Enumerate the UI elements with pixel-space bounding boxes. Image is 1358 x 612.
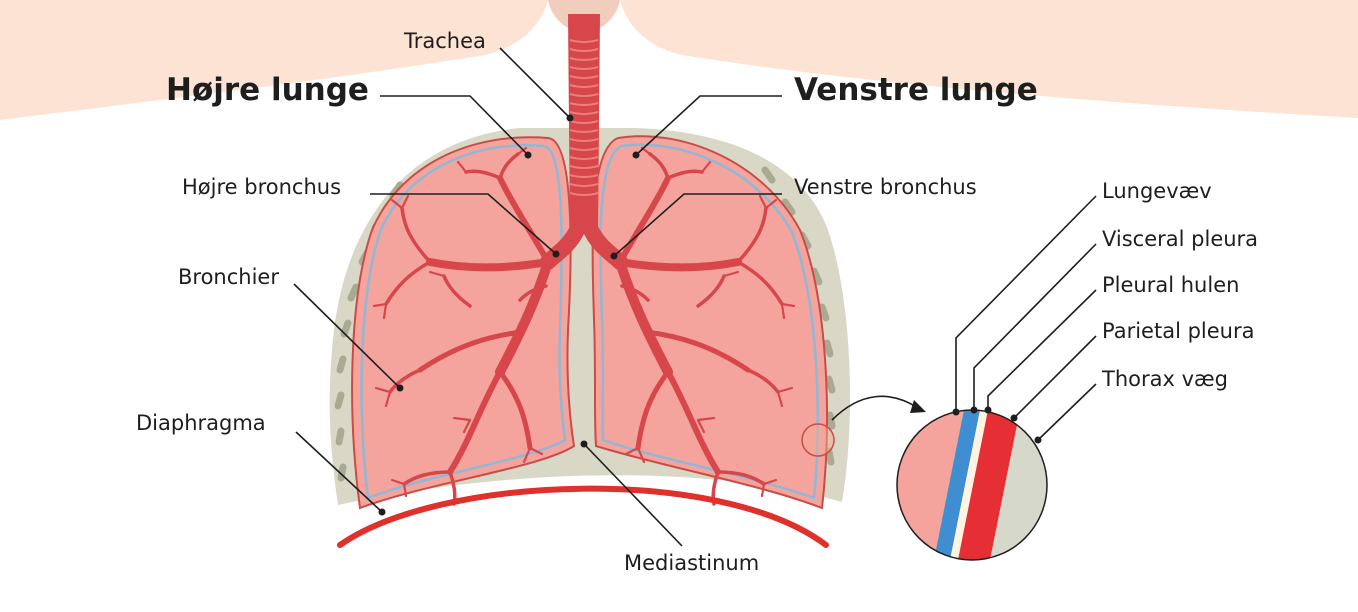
inset-label-thorax-wall: Thorax væg bbox=[1101, 367, 1228, 391]
mediastinum-label: Mediastinum bbox=[624, 551, 759, 575]
inset-label-visceral-pleura: Visceral pleura bbox=[1102, 227, 1258, 251]
left-lung-title: Venstre lunge bbox=[794, 72, 1038, 108]
magnified-region bbox=[802, 424, 834, 456]
right-bronchus-label: Højre bronchus bbox=[182, 175, 341, 199]
bronchioles-label: Bronchier bbox=[178, 265, 279, 289]
right-lung-title: Højre lunge bbox=[166, 72, 369, 108]
inset-label-lung-tissue: Lungevæv bbox=[1102, 179, 1212, 203]
left-bronchus-label: Venstre bronchus bbox=[794, 175, 977, 199]
inset-label-parietal-pleura: Parietal pleura bbox=[1102, 319, 1255, 343]
diaphragm-label: Diaphragma bbox=[136, 411, 266, 435]
trachea-label: Trachea bbox=[403, 29, 486, 53]
inset-label-pleural-cavity: Pleural hulen bbox=[1102, 273, 1239, 297]
